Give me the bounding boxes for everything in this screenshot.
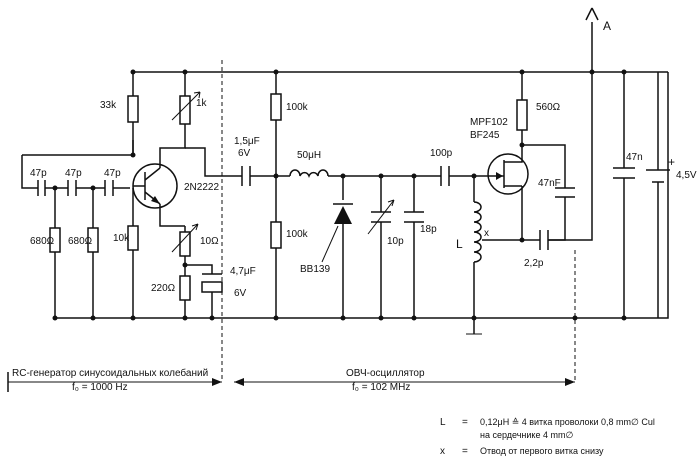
capacitor-c1-label: 47p: [30, 168, 47, 179]
capacitor-fixed: [404, 211, 424, 223]
coil-inductor: [473, 201, 482, 263]
resistor-r3: [179, 275, 191, 301]
capacitor-c2: [67, 180, 77, 196]
capacitor-out: [539, 230, 549, 250]
trimmer-r-trim1-label: 1k: [196, 98, 208, 109]
varicap-leader: [321, 225, 339, 263]
transistor-2n2222: [132, 163, 178, 209]
capacitor-emitter-voltage: 6V: [234, 288, 247, 299]
capacitor-c3: [104, 180, 114, 196]
resistor-r4: [49, 227, 61, 253]
capacitor-coupling-voltage: 6V: [238, 148, 251, 159]
capacitor-c1: [37, 180, 46, 196]
capacitor-out-label: 2,2p: [524, 258, 544, 269]
rc-section-frequency: f₀ = 1000 Hz: [72, 382, 128, 393]
battery-label: 4,5V: [676, 170, 697, 181]
resistor-r3-label: 220Ω: [151, 283, 176, 294]
capacitor-c2-label: 47p: [65, 168, 82, 179]
resistor-r-drain-label: 560Ω: [536, 102, 561, 113]
note-x-key: x: [440, 446, 445, 457]
capacitor-coupling-value: 1,5μF: [234, 136, 260, 147]
capacitor-supply: [613, 167, 635, 179]
resistor-r6-label: 100k: [286, 102, 309, 113]
vhf-section-arrow-right-icon: [565, 378, 575, 386]
resistor-r5-label: 680Ω: [68, 236, 93, 247]
capacitor-gate: [440, 166, 450, 186]
rc-section-arrow-icon: [212, 378, 222, 386]
trimmer-r-trim2-label: 10Ω: [200, 236, 219, 247]
resistor-r7: [270, 221, 282, 249]
fet-label-1: MPF102: [470, 117, 508, 128]
resistor-r-drain: [516, 99, 528, 131]
capacitor-var-label: 10p: [387, 236, 404, 247]
capacitor-var: [367, 199, 395, 235]
fet-transistor: [487, 153, 529, 195]
capacitor-supply-label: 47n: [626, 152, 643, 163]
capacitor-fixed-label: 18p: [420, 224, 437, 235]
output-arrow-icon: [585, 7, 599, 21]
output-label: A: [603, 19, 611, 33]
resistor-r5: [87, 227, 99, 253]
vhf-section-title: ОВЧ-осциллятор: [346, 368, 425, 379]
transistor-2n2222-label: 2N2222: [184, 182, 219, 193]
vhf-section-arrow-left-icon: [234, 378, 244, 386]
junctions: [52, 69, 627, 321]
capacitor-drain-label: 47nF: [538, 178, 561, 189]
capacitor-coupling: [241, 166, 251, 186]
note-x-eq: =: [462, 446, 468, 457]
trimmer-r-trim1: [179, 95, 191, 125]
capacitor-emitter: [201, 273, 223, 293]
choke-label: 50μH: [297, 150, 321, 161]
resistor-r1: [127, 95, 139, 123]
capacitor-c3-label: 47p: [104, 168, 121, 179]
rc-section-title: RC-генератор синусоидальных колебаний: [12, 367, 208, 379]
resistor-r6: [270, 93, 282, 121]
note-l-text-1: 0,12μH ≙ 4 витка проволоки 0,8 mm∅ Cul: [480, 417, 655, 427]
coil-label: L: [456, 237, 463, 251]
note-l-eq: =: [462, 417, 468, 428]
battery-symbol: [646, 169, 670, 183]
note-l-text-2: на сердечнике 4 mm∅: [480, 430, 573, 440]
trimmer-arrow-icon: [171, 91, 201, 121]
varicap-diode: [333, 203, 353, 236]
resistor-r2-label: 10k: [113, 233, 130, 244]
note-x-text: Отвод от первого витка снизу: [480, 446, 604, 456]
choke-inductor: [289, 169, 329, 178]
fet-label-2: BF245: [470, 130, 500, 141]
resistor-r1-label: 33k: [100, 100, 117, 111]
coil-tap-label: x: [484, 228, 489, 239]
capacitor-gate-label: 100p: [430, 148, 453, 159]
capacitor-emitter-value: 4,7μF: [230, 266, 256, 277]
vhf-section-frequency: f₀ = 102 MHz: [352, 382, 410, 393]
resistor-r2: [127, 225, 139, 251]
resistor-r7-label: 100k: [286, 229, 309, 240]
resistor-r4-label: 680Ω: [30, 236, 55, 247]
varicap-label: BB139: [300, 264, 330, 275]
capacitor-drain: [555, 187, 575, 198]
battery-plus-label: +: [668, 155, 675, 169]
trimmer-r-trim2: [179, 231, 191, 257]
note-l-key: L: [440, 417, 446, 428]
trimmer-arrow-icon: [171, 223, 199, 253]
